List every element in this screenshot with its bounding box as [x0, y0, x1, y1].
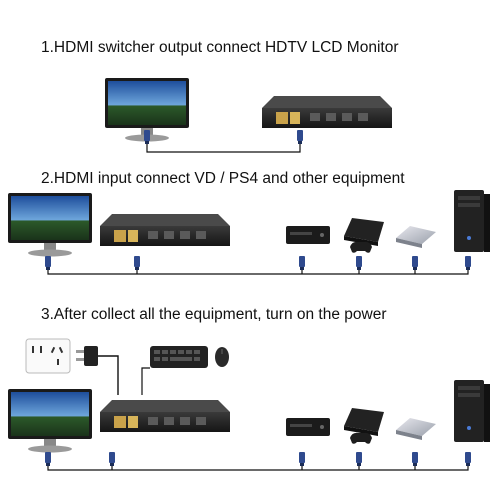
ps4-console-icon [344, 218, 384, 246]
hdmi-connector-icon [134, 256, 140, 270]
hdmi-connector-icon [412, 256, 418, 270]
section-3 [8, 338, 490, 471]
set-top-box-icon [396, 226, 436, 248]
hdmi-connector-icon [465, 256, 471, 270]
monitor-icon [8, 193, 92, 257]
set-top-box-icon [396, 418, 436, 440]
hdmi-connector-icon [356, 452, 362, 466]
hdmi-connector-icon [356, 256, 362, 270]
hdmi-switcher-icon [262, 96, 392, 128]
hdmi-connector-icon [412, 452, 418, 466]
pc-tower-icon [454, 380, 490, 442]
hdmi-connector-icon [297, 130, 303, 144]
section-2 [8, 190, 490, 275]
section-1 [105, 78, 392, 153]
dvd-player-icon [286, 226, 330, 244]
hdmi-cable [47, 262, 469, 275]
hdmi-connector-icon [299, 452, 305, 466]
gamepad-icon [350, 241, 372, 253]
hdmi-connector-icon [465, 452, 471, 466]
hdmi-connector-icon [144, 130, 150, 144]
gamepad-icon [350, 432, 372, 444]
power-outlet-icon [25, 338, 71, 374]
hdmi-connector-icon [45, 452, 51, 466]
pc-tower-icon [454, 190, 490, 252]
hdmi-switcher-icon [100, 214, 230, 246]
hdmi-switcher-icon [100, 400, 230, 432]
monitor-icon [8, 389, 92, 453]
step-2-caption: 2.HDMI input connect VD / PS4 and other … [41, 170, 405, 187]
hdmi-connector-icon [109, 452, 115, 466]
mouse-icon [215, 347, 229, 367]
usb-cable [141, 367, 150, 395]
hdmi-cable [146, 138, 301, 153]
dvd-player-icon [286, 418, 330, 436]
ps4-console-icon [344, 408, 384, 436]
hdmi-connector-icon [299, 256, 305, 270]
hdmi-connector-icon [45, 256, 51, 270]
power-plug-icon [76, 346, 119, 395]
step-1-caption: 1.HDMI switcher output connect HDTV LCD … [41, 39, 399, 56]
keyboard-icon [150, 346, 208, 368]
step-3-caption: 3.After collect all the equipment, turn … [41, 306, 387, 323]
